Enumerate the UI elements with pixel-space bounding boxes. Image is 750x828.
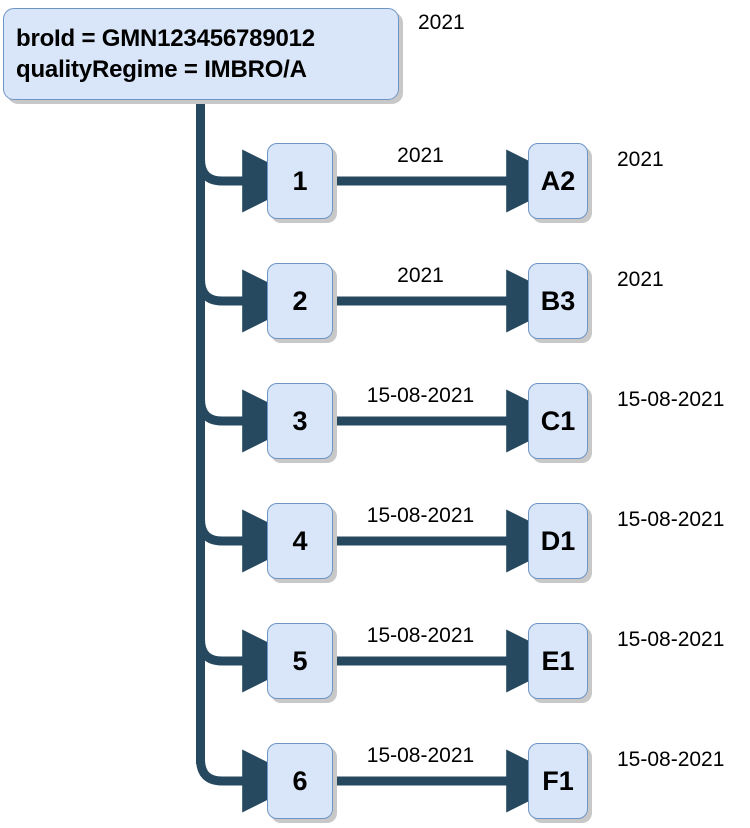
left-node-1[interactable]: 1: [267, 143, 333, 219]
edge-label-4: 15-08-2021: [366, 504, 475, 527]
left-node-6[interactable]: 6: [267, 743, 333, 819]
right-node-2[interactable]: B3: [528, 263, 588, 339]
row-side-label-4: 15-08-2021: [617, 508, 725, 531]
left-node-3[interactable]: 3: [267, 383, 333, 459]
left-node-5[interactable]: 5: [267, 623, 333, 699]
edge-label-1: 2021: [397, 144, 444, 167]
row-side-label-3: 15-08-2021: [617, 388, 725, 411]
edge-label-3: 15-08-2021: [366, 384, 475, 407]
edge-label-6: 15-08-2021: [366, 744, 475, 767]
left-node-4[interactable]: 4: [267, 503, 333, 579]
right-node-5[interactable]: E1: [528, 623, 588, 699]
right-node-3[interactable]: C1: [528, 383, 588, 459]
row-side-label-1: 2021: [617, 148, 664, 171]
edge-label-5: 15-08-2021: [366, 624, 475, 647]
edge-label-2: 2021: [397, 264, 444, 287]
root-side-label: 2021: [418, 11, 465, 34]
right-node-1[interactable]: A2: [528, 143, 588, 219]
right-node-6[interactable]: F1: [528, 743, 588, 819]
root-node-line-2: qualityRegime = IMBRO/A: [16, 56, 307, 83]
row-side-label-2: 2021: [617, 268, 664, 291]
root-node-line-1: broId = GMN123456789012: [16, 24, 315, 52]
left-node-2[interactable]: 2: [267, 263, 333, 339]
row-side-label-6: 15-08-2021: [617, 748, 725, 771]
root-node[interactable]: broId = GMN123456789012 qualityRegime = …: [3, 8, 399, 100]
branch-connectors: [196, 149, 306, 813]
right-node-4[interactable]: D1: [528, 503, 588, 579]
row-side-label-5: 15-08-2021: [617, 628, 725, 651]
